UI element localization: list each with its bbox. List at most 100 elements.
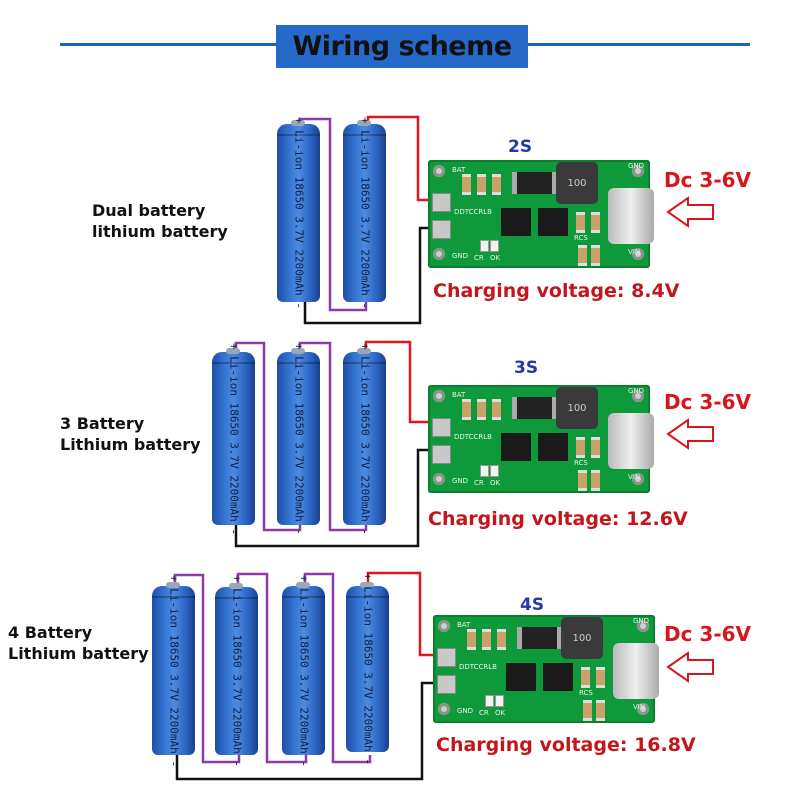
gnd-pad	[432, 220, 451, 239]
battery-print: + Li-ion 18650 3.7V 2200mAh -	[361, 572, 374, 766]
negative-wire	[303, 226, 436, 325]
resistor	[462, 399, 471, 420]
bat-silk-label: BAT	[452, 391, 466, 399]
mount-hole	[433, 248, 445, 260]
battery-print: + Li-ion 18650 3.7V 2200mAh -	[297, 574, 310, 767]
mount-hole	[632, 165, 644, 177]
bat-pad	[432, 193, 451, 212]
series-wire	[303, 572, 372, 764]
vin-silk-label: VIN	[628, 248, 641, 256]
battery-positive-terminal	[291, 348, 305, 354]
battery-18650: + Li-ion 18650 3.7V 2200mAh -	[277, 342, 320, 535]
input-voltage-label: Dc 3-6V	[664, 168, 752, 192]
resistor	[591, 437, 600, 458]
battery-18650: + Li-ion 18650 3.7V 2200mAh -	[152, 574, 195, 767]
battery-print: + Li-ion 18650 3.7V 2200mAh -	[358, 342, 371, 535]
ic-chip	[506, 663, 536, 691]
battery-18650: + Li-ion 18650 3.7V 2200mAh -	[277, 117, 320, 309]
rcs-silk-label: RCS	[574, 234, 588, 242]
chip-silk-label: DDTCCRLB	[459, 663, 497, 671]
series-wire	[298, 117, 368, 312]
title-rule-left	[60, 43, 276, 46]
battery-print: + Li-ion 18650 3.7V 2200mAh -	[358, 116, 371, 310]
gnd-silk-label: GND	[633, 617, 650, 625]
battery-wrap-ring	[282, 596, 325, 598]
chip-silk-label: DDTCCRLB	[454, 208, 492, 216]
ok-silk-label: OK	[495, 709, 506, 717]
label-line-1: Dual battery	[92, 201, 206, 220]
positive-wire	[366, 571, 443, 657]
battery-positive-terminal	[357, 120, 371, 126]
battery-18650: + Li-ion 18650 3.7V 2200mAh -	[282, 574, 325, 767]
battery-print: + Li-ion 18650 3.7V 2200mAh -	[292, 116, 305, 310]
battery-positive-terminal	[291, 120, 305, 126]
inductor: 100	[561, 617, 603, 659]
charging-voltage-label: Charging voltage: 8.4V	[433, 280, 680, 302]
ok-silk-label: OK	[490, 254, 501, 262]
battery-wrap-ring	[346, 596, 389, 598]
gnd-silk-label: GND	[628, 387, 645, 395]
input-arrow-icon	[666, 418, 714, 450]
cr-silk-label: CR	[474, 479, 484, 487]
positive-wire	[366, 115, 436, 202]
positive-wire	[364, 340, 436, 424]
bat-silk-label: BAT	[452, 166, 466, 174]
mount-hole	[433, 390, 445, 402]
battery-positive-terminal	[360, 582, 374, 588]
cr-silk-label: CR	[479, 709, 489, 717]
ic-chip	[543, 663, 573, 691]
resistor	[596, 667, 605, 688]
battery-wrap-ring	[277, 134, 320, 136]
led-cr	[485, 695, 494, 707]
resistor	[492, 399, 501, 420]
battery-wrap-ring	[343, 362, 386, 364]
series-label: 3S	[514, 358, 539, 378]
resistor	[578, 470, 587, 491]
resistor	[581, 667, 590, 688]
battery-print: + Li-ion 18650 3.7V 2200mAh -	[227, 342, 240, 535]
bat-silk-label: BAT	[457, 621, 471, 629]
negative-wire	[175, 681, 443, 781]
gnd-silk-label: GND	[452, 252, 469, 260]
resistor	[477, 399, 486, 420]
label-line-2: Lithium battery	[60, 435, 201, 454]
diode	[517, 627, 562, 649]
battery-print: + Li-ion 18650 3.7V 2200mAh -	[230, 574, 243, 768]
input-voltage-label: Dc 3-6V	[664, 622, 752, 646]
battery-18650: + Li-ion 18650 3.7V 2200mAh -	[212, 342, 255, 535]
bat-pad	[437, 648, 456, 667]
led-cr	[480, 240, 489, 252]
mount-hole	[433, 473, 445, 485]
gnd-pad	[437, 675, 456, 694]
label-line-2: Lithium battery	[8, 644, 149, 663]
mount-hole	[438, 620, 450, 632]
page-title: Wiring scheme	[276, 25, 528, 68]
led-ok	[495, 695, 504, 707]
led-cr	[480, 465, 489, 477]
bat-pad	[432, 418, 451, 437]
usb-c-port	[608, 413, 654, 469]
input-arrow-icon	[666, 651, 714, 683]
battery-positive-terminal	[226, 348, 240, 354]
led-ok	[490, 465, 499, 477]
mount-hole	[637, 620, 649, 632]
input-arrow-icon	[666, 196, 714, 228]
ic-chip	[538, 208, 568, 236]
battery-wrap-ring	[152, 596, 195, 598]
mount-hole	[433, 165, 445, 177]
ok-silk-label: OK	[490, 479, 501, 487]
cr-silk-label: CR	[474, 254, 484, 262]
battery-print: + Li-ion 18650 3.7V 2200mAh -	[167, 574, 180, 767]
ic-chip	[501, 208, 531, 236]
resistor	[591, 470, 600, 491]
title-rule-right	[528, 43, 750, 46]
battery-wrap-ring	[343, 134, 386, 136]
series-wire	[298, 341, 368, 532]
series-label: 4S	[520, 595, 545, 615]
battery-positive-terminal	[357, 348, 371, 354]
battery-18650: + Li-ion 18650 3.7V 2200mAh -	[346, 573, 389, 765]
chip-silk-label: DDTCCRLB	[454, 433, 492, 441]
series-wire	[173, 573, 241, 764]
